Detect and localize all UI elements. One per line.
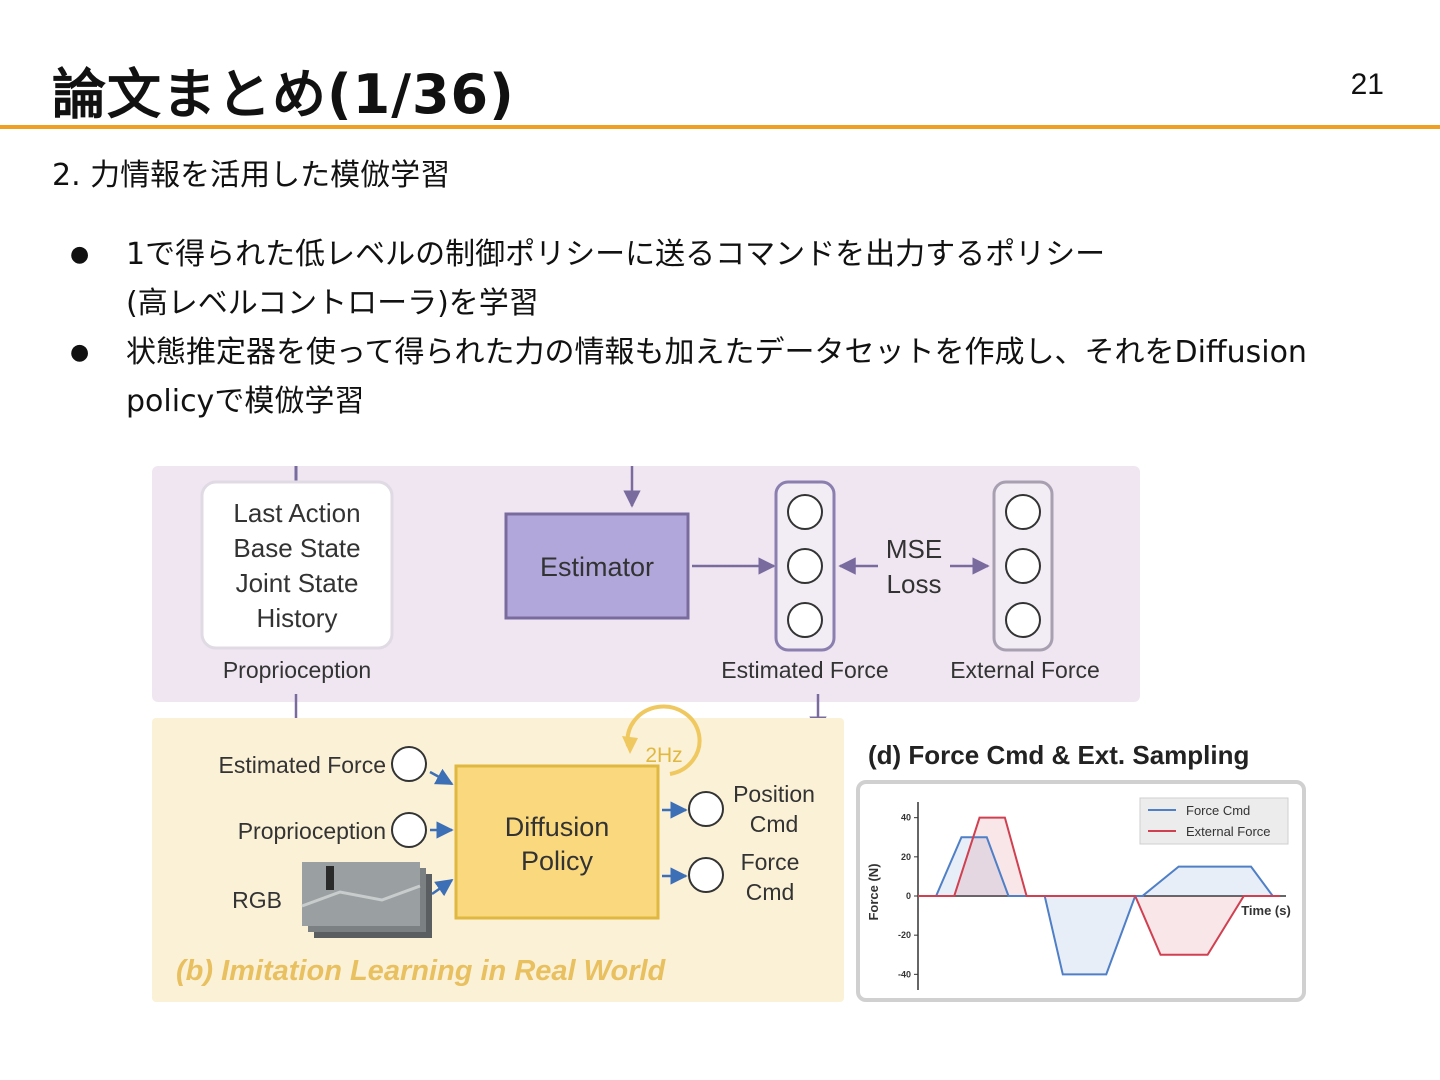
page-number: 21 — [1350, 68, 1384, 101]
loop-arrow-icon — [625, 704, 702, 776]
series-line-external-force — [918, 816, 1280, 956]
title-rule — [0, 125, 1440, 129]
neuron-node — [787, 602, 823, 638]
proprioception-box — [200, 480, 394, 650]
bullet-line: 1で得られた低レベルの制御ポリシーに送るコマンドを出力するポリシー — [126, 237, 1106, 272]
input-proprioception-label: Proprioception — [238, 818, 386, 844]
bullet-line: (高レベルコントローラ)を学習 — [126, 286, 539, 321]
neuron-node — [688, 857, 724, 893]
force-chart: (d) Force Cmd & Ext. Sampling 40 20 0 -20 -4… — [856, 740, 1306, 1002]
series-area-1 — [918, 817, 1280, 955]
loss-label: Loss — [887, 569, 942, 599]
input-arrow — [429, 768, 454, 786]
mse-label: MSE — [886, 534, 942, 564]
neuron-node — [787, 494, 823, 530]
section-heading: 2. 力情報を活用した模倣学習 — [52, 158, 451, 193]
y-axis-label: Force (N) — [866, 863, 881, 920]
method-figure: Last Action Base State Joint State Histo… — [152, 466, 1306, 1002]
y-tick-label: -20 — [898, 930, 911, 940]
bullet-dot: ● — [70, 340, 90, 365]
output-position-label: Position — [733, 781, 815, 807]
chart-legend: Force Cmd External Force — [1139, 797, 1289, 845]
neuron-node — [391, 746, 427, 782]
bullet-line: policyで模倣学習 — [126, 384, 365, 419]
bullet-list: ● 1で得られた低レベルの制御ポリシーに送るコマンドを出力するポリシー (高レベ… — [70, 230, 1370, 426]
proprio-line: Base State — [233, 533, 360, 563]
y-tick-label: 20 — [901, 852, 911, 862]
neuron-node — [391, 812, 427, 848]
external-force-label: External Force — [950, 657, 1100, 683]
panel-caption: (b) Imitation Learning in Real World — [176, 955, 667, 987]
input-arrow — [431, 878, 454, 897]
output-force-label: Cmd — [746, 879, 795, 905]
legend-label: External Force — [1186, 824, 1271, 839]
neuron-node — [787, 548, 823, 584]
x-axis-label: Time (s) — [1241, 903, 1291, 918]
output-position-label: Cmd — [750, 811, 799, 837]
output-force-label: Force — [741, 849, 800, 875]
estimator-box — [504, 512, 690, 620]
proprio-line: History — [257, 603, 338, 633]
proprio-line: Last Action — [233, 498, 360, 528]
rate-label: 2Hz — [645, 744, 682, 767]
estimator-label: Estimator — [540, 552, 654, 582]
legend-label: Force Cmd — [1186, 803, 1250, 818]
y-tick-label: 40 — [901, 813, 911, 823]
policy-label: Diffusion — [505, 812, 610, 842]
input-estimated-force-label: Estimated Force — [219, 752, 386, 778]
diffusion-policy-box — [454, 764, 660, 920]
chart-title: (d) Force Cmd & Ext. Sampling — [868, 740, 1249, 770]
series-area-0 — [918, 837, 1280, 975]
proprio-line: Joint State — [236, 568, 359, 598]
neuron-node — [1005, 548, 1041, 584]
y-tick-label: -40 — [898, 969, 911, 979]
legend-box — [1139, 797, 1289, 845]
neuron-node — [1005, 602, 1041, 638]
bullet-line: 状態推定器を使って得られた力の情報も加えたデータセットを作成し、それをDiffu… — [126, 335, 1307, 370]
input-rgb-label: RGB — [232, 887, 282, 913]
proprioception-label: Proprioception — [223, 657, 371, 683]
bullet-item: ● 状態推定器を使って得られた力の情報も加えたデータセットを作成し、それをDif… — [70, 328, 1370, 426]
rgb-image-stack — [301, 862, 432, 938]
policy-label: Policy — [521, 846, 594, 876]
y-tick-label: 0 — [906, 891, 911, 901]
estimated-force-label: Estimated Force — [721, 657, 888, 683]
series-line-force-cmd — [918, 836, 1280, 976]
neuron-node — [1005, 494, 1041, 530]
neuron-node — [688, 791, 724, 827]
bullet-dot: ● — [70, 242, 90, 267]
slide-title: 論文まとめ(1/36) — [52, 63, 515, 126]
bullet-item: ● 1で得られた低レベルの制御ポリシーに送るコマンドを出力するポリシー (高レベ… — [70, 230, 1370, 328]
